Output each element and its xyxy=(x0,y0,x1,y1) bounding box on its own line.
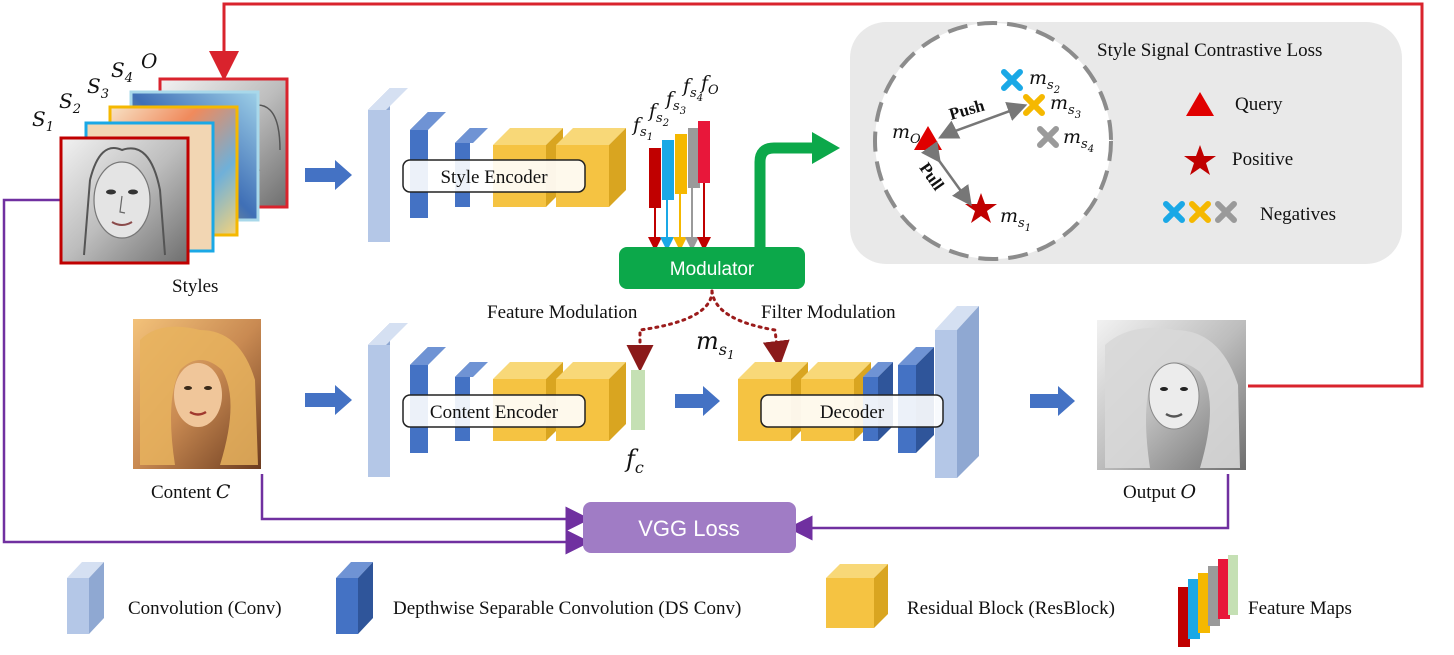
content-to-vgg-line xyxy=(260,474,591,532)
svg-text:S1: S1 xyxy=(32,107,54,135)
negative-s3 xyxy=(1023,94,1045,116)
output-to-vgg-line xyxy=(787,474,1230,541)
filter-modulation-label: Filter Modulation xyxy=(761,302,896,323)
feature-map-labels: fs1 fs2 fs3 fs4 fO xyxy=(631,72,719,143)
svg-text:S3: S3 xyxy=(87,74,109,102)
legend-resblock-icon xyxy=(826,564,888,628)
output-label: Output O xyxy=(1123,481,1197,503)
style-feature-maps xyxy=(648,121,711,251)
arrow-content-to-encoder xyxy=(305,385,352,415)
styles-label: Styles xyxy=(172,276,218,297)
legend-negatives-icons xyxy=(1163,201,1237,223)
content-encoder-label-box xyxy=(402,394,586,428)
ms1-label: ms1 xyxy=(696,327,735,362)
feature-modulation-label: Feature Modulation xyxy=(487,302,638,323)
style-image-stack xyxy=(59,77,289,265)
legend-positive-icon xyxy=(1184,145,1216,175)
ms4-label: ms4 xyxy=(1063,126,1094,155)
legend-feature-maps-icon xyxy=(1178,555,1238,647)
positive-star xyxy=(965,193,997,223)
output-image xyxy=(1097,320,1246,470)
ms1-contrast-label: ms1 xyxy=(1000,205,1031,234)
filter-modulation-arrow xyxy=(710,289,790,368)
legend-conv-label: Convolution (Conv) xyxy=(128,598,282,619)
feedback-loop-line xyxy=(209,2,1424,388)
content-encoder-label: Content Encoder xyxy=(430,402,559,423)
legend-query-label: Query xyxy=(1235,94,1283,115)
svg-text:fO: fO xyxy=(699,72,719,98)
legend-query-icon xyxy=(1186,92,1214,116)
svg-text:fs1: fs1 xyxy=(631,114,653,143)
decoder xyxy=(738,306,979,478)
legend-conv-icon xyxy=(67,562,104,634)
feature-modulation-arrow xyxy=(626,289,714,372)
arrow-styles-to-encoder xyxy=(305,160,352,190)
svg-text:O: O xyxy=(141,49,157,73)
legend-feature-maps-label: Feature Maps xyxy=(1248,598,1352,619)
legend-dsconv-label: Depthwise Separable Convolution (DS Conv… xyxy=(393,598,741,619)
legend-dsconv-icon xyxy=(336,562,373,634)
style-encoder-label-box xyxy=(402,159,586,193)
flow-arrows xyxy=(305,160,1075,416)
svg-text:fs4: fs4 xyxy=(681,75,703,104)
styles-to-vgg-line xyxy=(2,198,591,555)
fc-label: fc xyxy=(624,445,644,477)
ms2-label: ms2 xyxy=(1029,67,1060,96)
decoder-label: Decoder xyxy=(820,402,885,423)
style-labels: S1 S2 S3 S4 O xyxy=(32,49,157,135)
vgg-loss-box xyxy=(583,502,796,553)
content-image xyxy=(133,319,261,469)
legend-positive-label: Positive xyxy=(1232,149,1293,170)
mo-label: mO xyxy=(892,121,921,147)
svg-text:fs2: fs2 xyxy=(647,100,669,129)
svg-text:fs3: fs3 xyxy=(664,88,686,117)
arrow-decoder-to-output xyxy=(1030,386,1075,416)
svg-text:S4: S4 xyxy=(111,58,133,86)
pull-arrow xyxy=(921,141,972,207)
legend-negatives-label: Negatives xyxy=(1260,204,1336,225)
content-label: Content C xyxy=(151,481,231,503)
modulator-to-contrastive-arrow xyxy=(754,142,815,247)
modulator-box xyxy=(619,247,805,289)
style-encoder-label: Style Encoder xyxy=(440,167,548,188)
modulator-label: Modulator xyxy=(670,259,755,280)
legend-resblock-label: Residual Block (ResBlock) xyxy=(907,598,1115,619)
content-feature-map xyxy=(631,370,645,430)
ms3-label: ms3 xyxy=(1050,92,1081,121)
arrow-fc-to-decoder xyxy=(675,386,720,416)
negative-s2 xyxy=(1001,69,1023,91)
content-encoder xyxy=(368,323,626,477)
decoder-label-box xyxy=(760,394,944,428)
vgg-loss-label: VGG Loss xyxy=(638,516,739,541)
contrastive-loss-title: Style Signal Contrastive Loss xyxy=(1097,40,1322,61)
negative-s4 xyxy=(1037,126,1059,148)
svg-text:S2: S2 xyxy=(59,89,81,117)
